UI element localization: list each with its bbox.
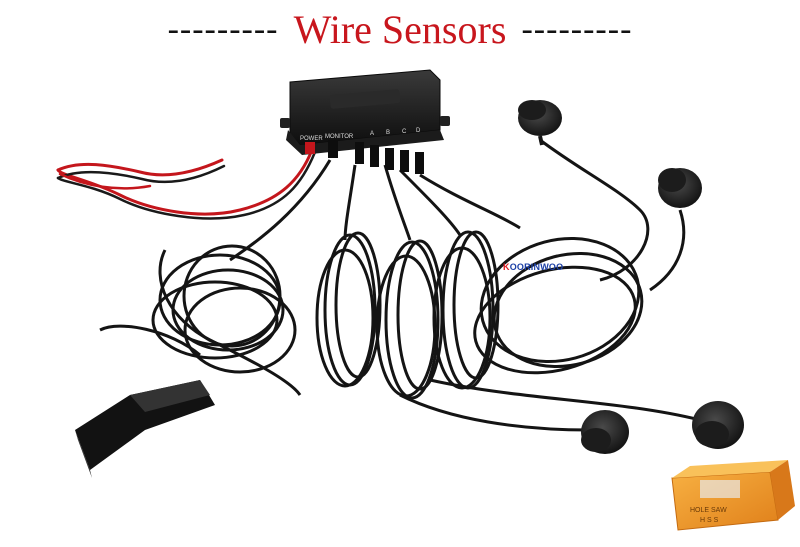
connector-plugs — [305, 140, 424, 174]
port-labels: POWER MONITOR A B C D — [300, 128, 421, 142]
page-title: Wire Sensors — [293, 7, 507, 52]
port-label-monitor: MONITOR — [325, 134, 354, 140]
display-unit — [75, 380, 215, 478]
port-label-power: POWER — [300, 136, 323, 142]
sensor-3 — [581, 410, 629, 454]
monitor-cable — [99, 159, 332, 396]
control-box — [280, 69, 450, 155]
sensor-2 — [658, 168, 702, 208]
port-label-d: D — [416, 128, 421, 134]
power-wire — [56, 148, 317, 220]
port-label-a: A — [370, 131, 374, 137]
hole-saw-text-line1: HOLE SAW — [690, 507, 727, 514]
hole-saw-box: HOLE SAW H S S — [671, 460, 795, 531]
hole-saw-text-line2: H S S — [700, 517, 719, 524]
port-label-c: C — [402, 129, 407, 135]
left-dashes: --------- — [167, 10, 279, 48]
sensor-4 — [692, 401, 744, 449]
right-dashes: --------- — [521, 10, 633, 48]
brand-rest: OORINWOO — [509, 262, 564, 272]
port-label-b: B — [386, 130, 390, 136]
brand-watermark: KOORINWOO — [503, 262, 563, 272]
sensor-cable-coils — [315, 138, 701, 432]
brand-first-letter: K — [503, 262, 510, 272]
parking-sensors — [518, 100, 744, 454]
header-banner: --------- Wire Sensors --------- — [0, 6, 800, 54]
sensor-1 — [518, 100, 562, 146]
